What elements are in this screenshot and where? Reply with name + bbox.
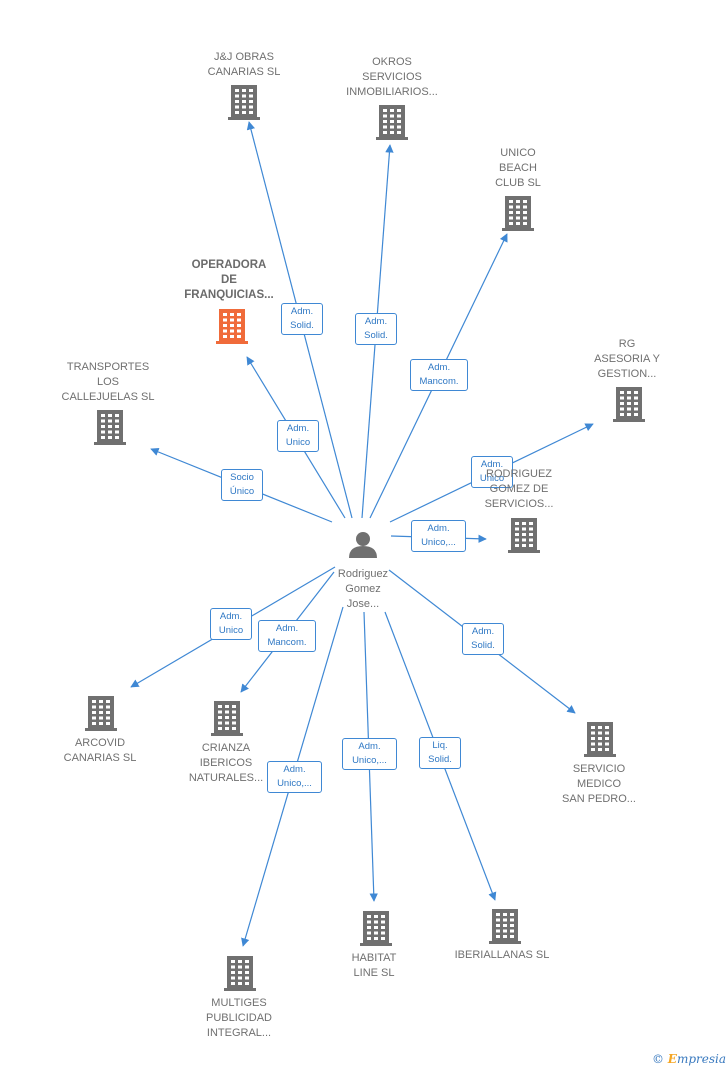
building-icon-operadora[interactable]	[216, 309, 248, 344]
building-icon-multiges[interactable]	[224, 956, 256, 991]
person-label[interactable]: Rodriguez Gomez Jose...	[337, 568, 389, 610]
edge-label-okros[interactable]: Adm. Solid.	[355, 313, 397, 345]
company-label-iberia[interactable]: IBERIALLANAS SL	[454, 949, 550, 961]
empresia-logo: © Empresia	[651, 1052, 726, 1066]
building-icon-habitat[interactable]	[360, 911, 392, 946]
building-icon-arcovid[interactable]	[85, 696, 117, 731]
company-label-servicio[interactable]: SERVICIO MEDICO SAN PEDRO...	[562, 763, 636, 805]
company-label-unico[interactable]: UNICO BEACH CLUB SL	[495, 147, 541, 189]
edge-label-iberia[interactable]: Liq. Solid.	[419, 737, 461, 769]
company-label-transportes[interactable]: TRANSPORTES LOS CALLEJUELAS SL	[61, 361, 155, 403]
edge-label-crianza[interactable]: Adm. Mancom.	[258, 620, 316, 652]
company-label-rodriguez[interactable]: RODRIGUEZ GOMEZ DE SERVICIOS...	[484, 468, 554, 510]
edge-label-arcovid[interactable]: Adm. Unico	[210, 608, 252, 640]
company-label-rg[interactable]: RG ASESORIA Y GESTION...	[594, 338, 660, 380]
company-label-jj[interactable]: J&J OBRAS CANARIAS SL	[207, 51, 281, 78]
edge-label-rg[interactable]: Adm. Unico	[471, 456, 513, 488]
building-icon-crianza[interactable]	[211, 701, 243, 736]
building-icon-transportes[interactable]	[94, 410, 126, 445]
building-icon-iberia[interactable]	[489, 909, 521, 944]
building-icon-rg[interactable]	[613, 387, 645, 422]
company-label-operadora[interactable]: OPERADORA DE FRANQUICIAS...	[184, 259, 274, 301]
edge-label-habitat[interactable]: Adm. Unico,...	[342, 738, 397, 770]
company-label-multiges[interactable]: MULTIGES PUBLICIDAD INTEGRAL...	[205, 997, 273, 1039]
company-label-habitat[interactable]: HABITAT LINE SL	[351, 952, 397, 979]
company-label-crianza[interactable]: CRIANZA IBERICOS NATURALES...	[188, 742, 264, 784]
edge-label-unico[interactable]: Adm. Mancom.	[410, 359, 468, 391]
edge-label-multiges[interactable]: Adm. Unico,...	[267, 761, 322, 793]
person-icon[interactable]	[349, 532, 377, 558]
company-label-okros[interactable]: OKROS SERVICIOS INMOBILIARIOS...	[346, 56, 438, 98]
building-icon-unico[interactable]	[502, 196, 534, 231]
company-label-arcovid[interactable]: ARCOVID CANARIAS SL	[63, 737, 137, 764]
edge-label-rodriguez[interactable]: Adm. Unico,...	[411, 520, 466, 552]
building-icon-rodriguez[interactable]	[508, 518, 540, 553]
building-icon-servicio[interactable]	[584, 722, 616, 757]
edge-label-jj[interactable]: Adm. Solid.	[281, 303, 323, 335]
building-icon-jj[interactable]	[228, 85, 260, 120]
edge-label-transportes[interactable]: Socio Único	[221, 469, 263, 501]
edge-label-operadora[interactable]: Adm. Unico	[277, 420, 319, 452]
edge-label-servicio[interactable]: Adm. Solid.	[462, 623, 504, 655]
building-icon-okros[interactable]	[376, 105, 408, 140]
